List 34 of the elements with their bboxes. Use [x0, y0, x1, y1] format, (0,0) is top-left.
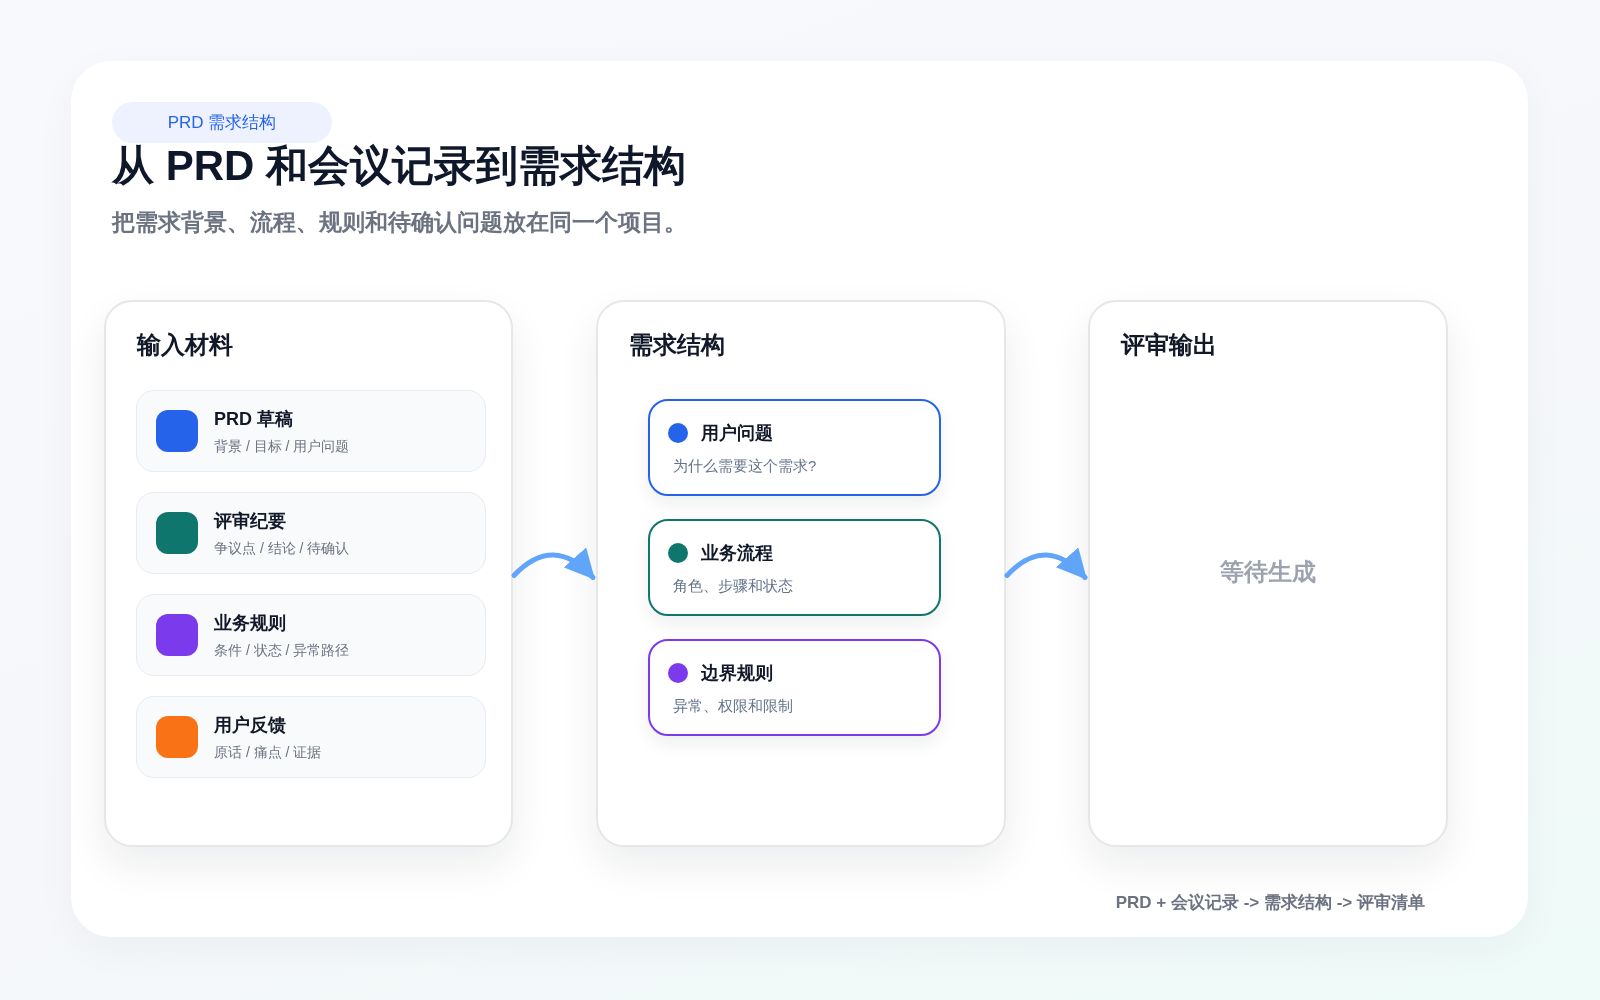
material-card	[136, 492, 486, 574]
item-title: PRD 草稿	[214, 408, 293, 431]
requirement-card	[648, 639, 941, 736]
tag-badge: PRD 需求结构	[112, 102, 332, 143]
material-card	[136, 696, 486, 778]
column-card	[1088, 300, 1448, 847]
material-card	[136, 390, 486, 472]
curved-arrow	[511, 547, 596, 580]
column-heading: 需求结构	[629, 330, 725, 360]
card-title: 业务流程	[701, 542, 773, 565]
item-title: 用户反馈	[214, 714, 286, 737]
item-subtitle: 条件 / 状态 / 异常路径	[214, 641, 350, 659]
item-title: 业务规则	[214, 612, 286, 635]
card-subtitle: 角色、步骤和状态	[673, 576, 793, 596]
card-title: 边界规则	[701, 662, 773, 685]
title: 从 PRD 和会议记录到需求结构	[112, 141, 686, 191]
placeholder-text: 等待生成	[1220, 557, 1316, 587]
column-heading: 输入材料	[137, 330, 233, 360]
item-subtitle: 背景 / 目标 / 用户问题	[214, 437, 350, 455]
item-subtitle: 争议点 / 结论 / 待确认	[214, 539, 350, 557]
material-card	[136, 594, 486, 676]
subtitle: 把需求背景、流程、规则和待确认问题放在同一个项目。	[112, 208, 687, 237]
column-card	[596, 300, 1006, 847]
requirement-card	[648, 519, 941, 616]
column-card	[104, 300, 513, 847]
card-subtitle: 为什么需要这个需求?	[673, 456, 817, 476]
card-subtitle: 异常、权限和限制	[673, 696, 793, 716]
column-heading: 评审输出	[1121, 330, 1217, 360]
curved-arrow	[1004, 547, 1088, 580]
card-title: 用户问题	[701, 422, 773, 445]
item-title: 评审纪要	[214, 510, 286, 533]
flow-caption: PRD + 会议记录 -> 需求结构 -> 评审清单	[1115, 892, 1425, 914]
item-subtitle: 原话 / 痛点 / 证据	[214, 743, 322, 761]
requirement-card	[648, 399, 941, 496]
